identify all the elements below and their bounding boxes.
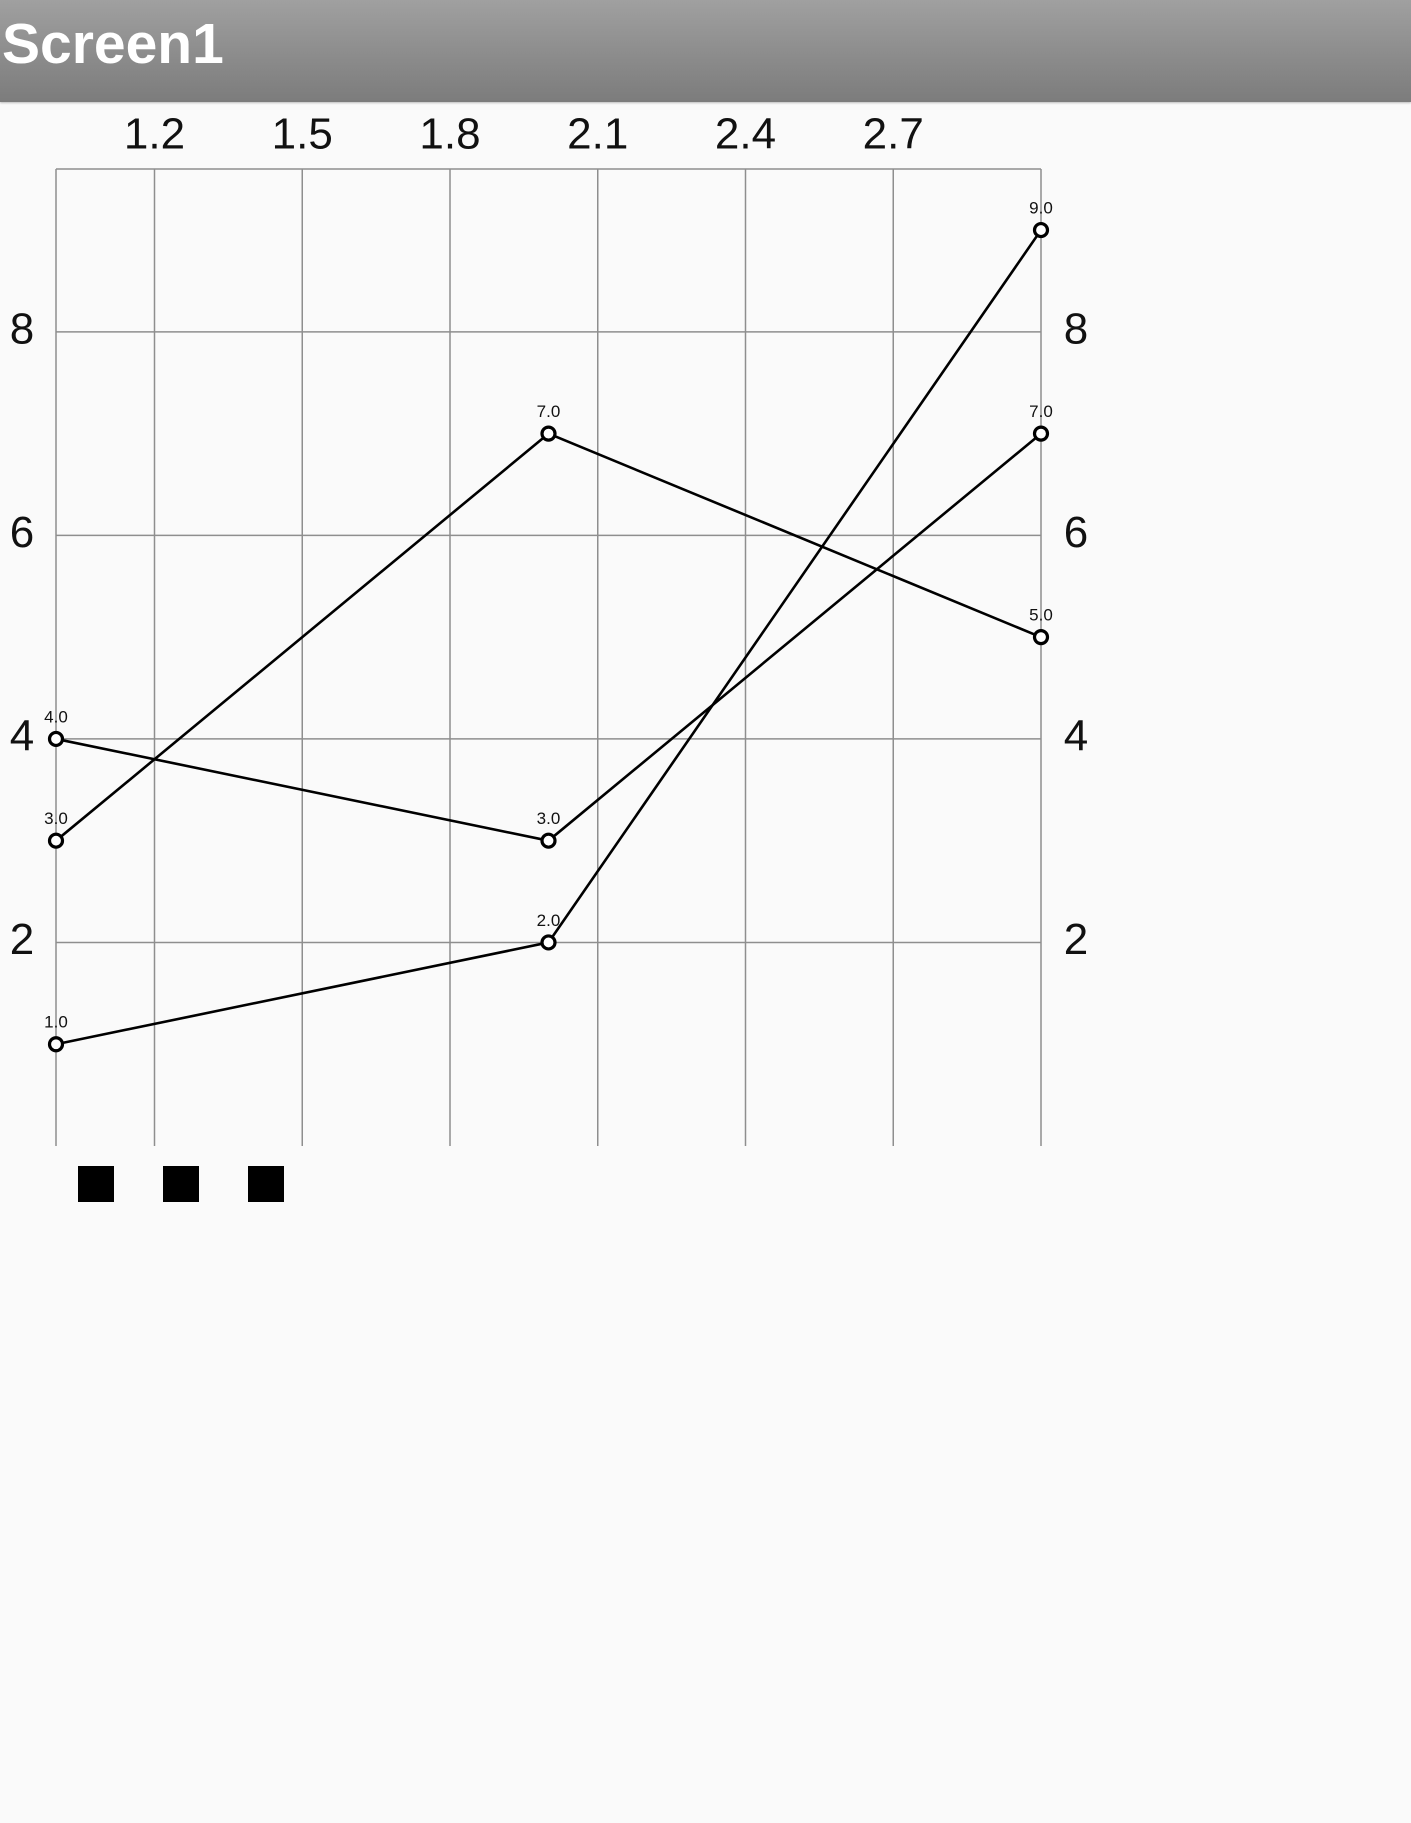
legend-swatch-3 [248,1166,284,1202]
chart-area: 1.2 1.5 1.8 2.1 2.4 2.7 2 2 4 4 6 6 8 8 1.0 2.0 9.0 3.0 7.… [0,102,1411,1823]
y-tick-label-left: 6 [10,508,34,557]
window-title: Screen1 [2,12,224,76]
y-tick-label-right: 8 [1064,304,1088,353]
series-1-point [540,934,557,951]
data-label: 7.0 [537,402,561,421]
x-tick-label: 1.5 [272,110,333,159]
data-label: 4.0 [44,707,68,726]
y-tick-label-left: 4 [10,712,34,761]
y-tick-label-left: 2 [10,915,34,964]
data-label: 9.0 [1029,199,1053,218]
legend-swatch-2 [163,1166,199,1202]
x-tick-label: 1.2 [124,110,185,159]
data-label: 1.0 [44,1013,68,1032]
x-tick-label: 2.4 [715,110,776,159]
data-label: 3.0 [44,809,68,828]
series-3-point [540,832,557,849]
data-label: 3.0 [537,809,561,828]
legend-swatch-1 [78,1166,114,1202]
x-tick-label: 2.7 [863,110,924,159]
series-3-point [1032,425,1050,442]
y-tick-label-right: 2 [1064,915,1088,964]
y-tick-label-right: 6 [1064,508,1088,557]
x-tick-label: 2.1 [567,110,628,159]
series-1-point [47,1036,65,1053]
series-2-point [540,425,557,442]
data-label: 7.0 [1029,402,1053,421]
y-tick-label-right: 4 [1064,712,1088,761]
x-tick-label: 1.8 [419,110,480,159]
data-label: 5.0 [1029,606,1053,625]
series-3-point [47,730,65,748]
line-chart: 1.2 1.5 1.8 2.1 2.4 2.7 2 2 4 4 6 6 8 8 1.0 2.0 9.0 3.0 7.… [10,110,1088,1146]
series-2-point [47,832,65,849]
y-tick-label-left: 8 [10,304,34,353]
series-1-point [1032,221,1050,239]
series-2-point [1032,629,1050,646]
data-label: 2.0 [537,911,561,930]
title-bar: Screen1 [0,0,1411,102]
